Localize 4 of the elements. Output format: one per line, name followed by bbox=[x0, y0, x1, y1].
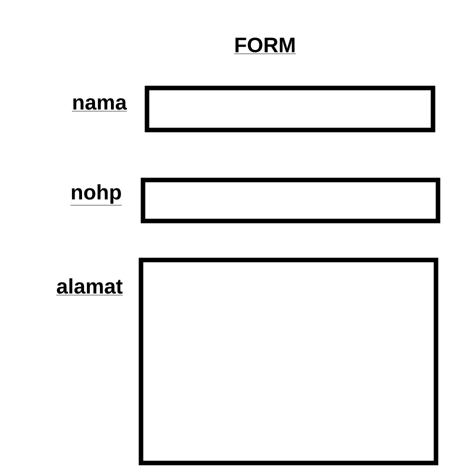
field-label: nama bbox=[72, 98, 127, 112]
title: FORM bbox=[234, 38, 296, 54]
field-label: nohp bbox=[70, 184, 122, 206]
field-label: alamat bbox=[56, 278, 123, 296]
